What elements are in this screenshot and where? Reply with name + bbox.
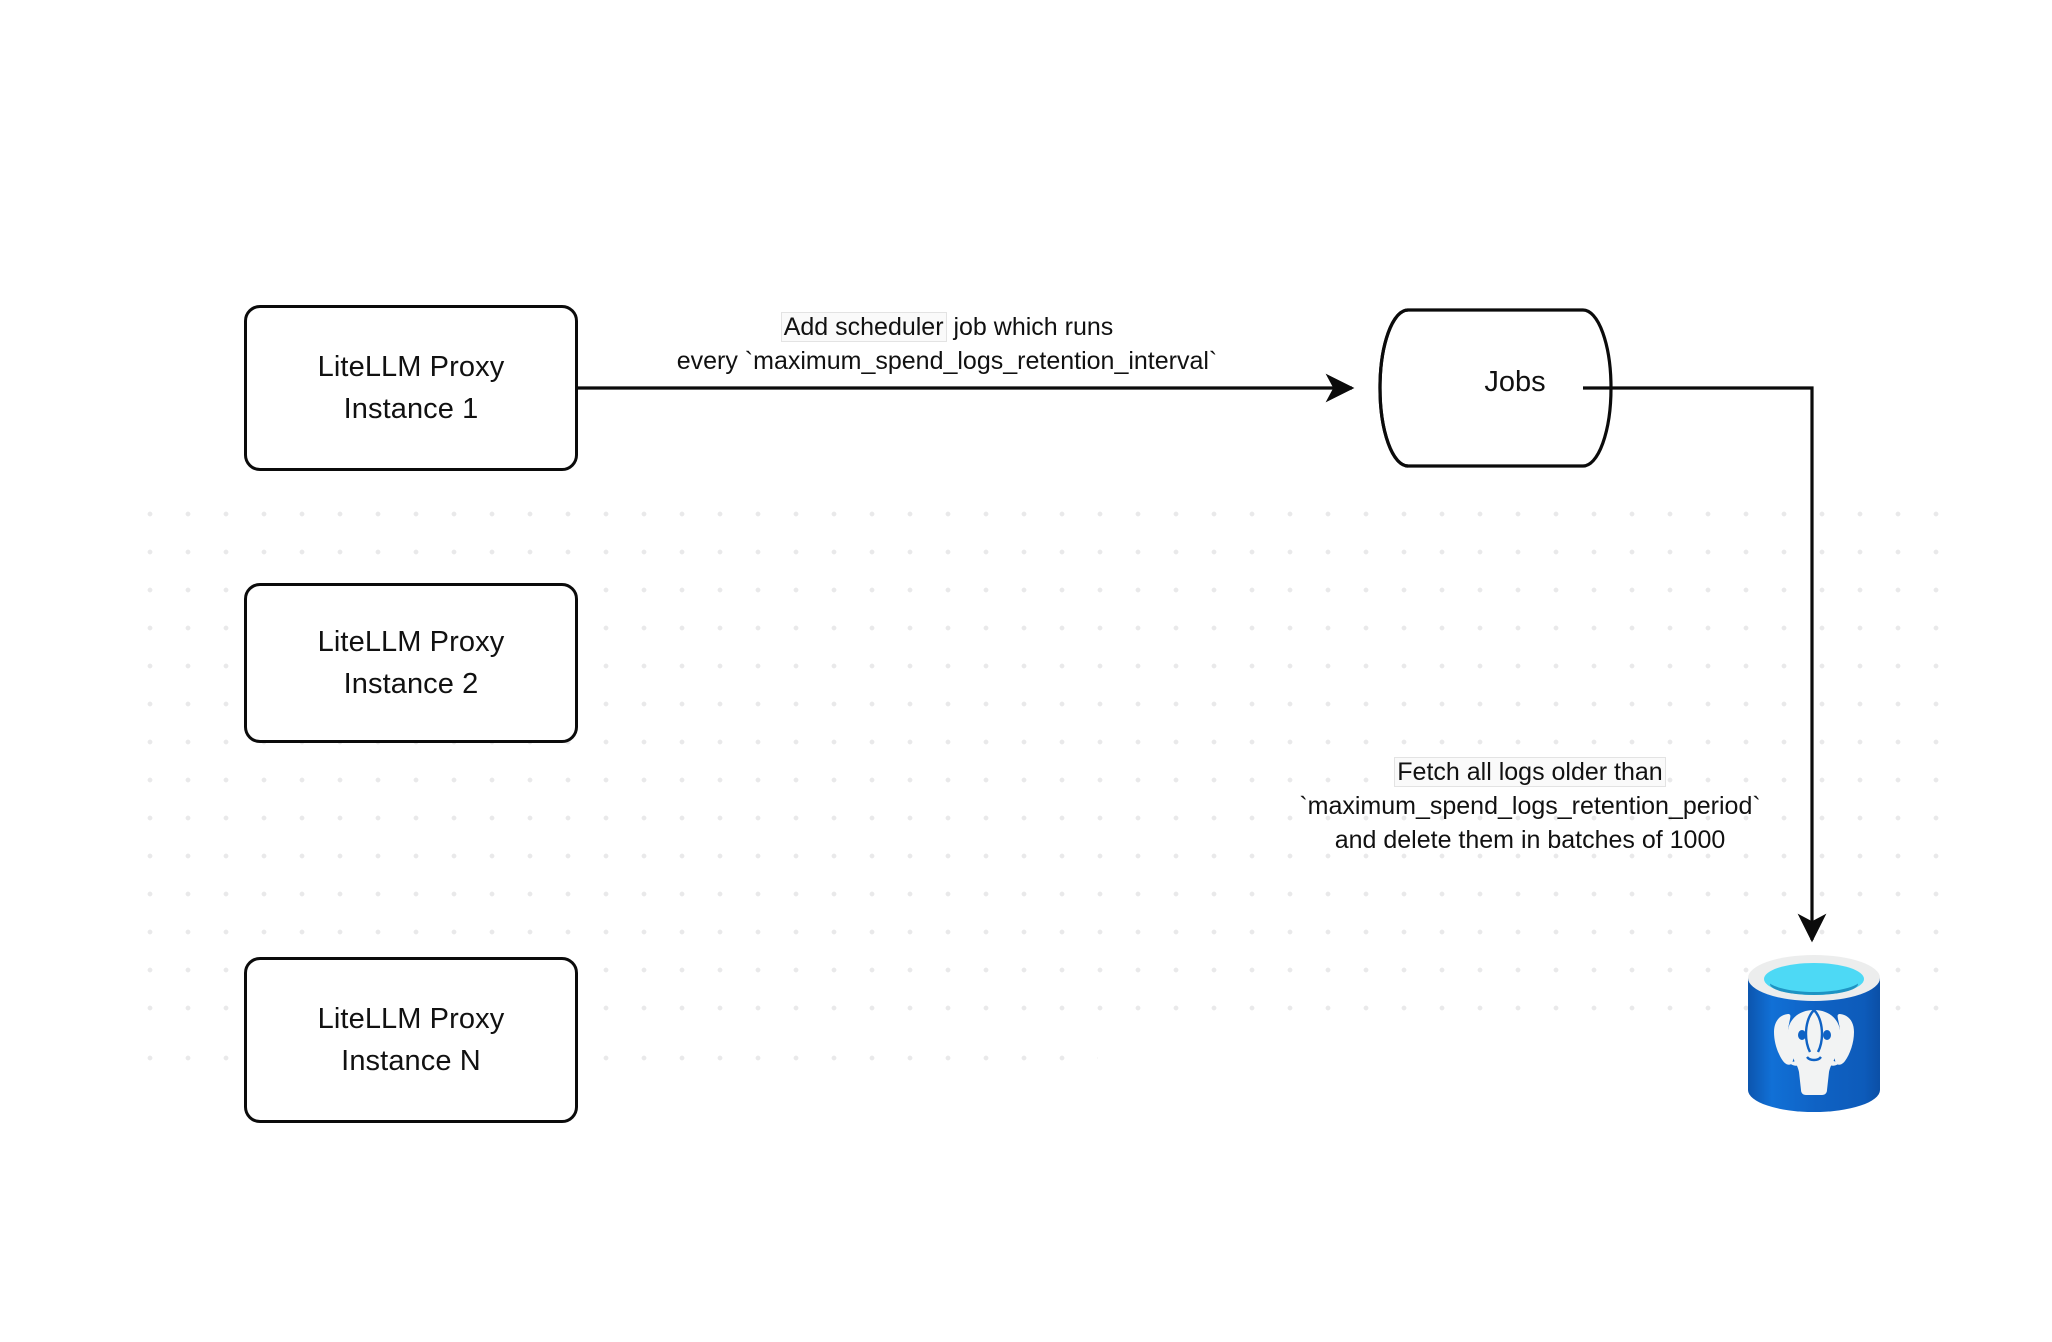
edge-label-fetch: Fetch all logs older than `maximum_spend… <box>1250 755 1810 857</box>
edge-label-scheduler-highlight: Add scheduler <box>780 312 947 342</box>
node-label-line-1: LiteLLM Proxy <box>317 626 505 658</box>
node-label-line-1: LiteLLM Proxy <box>317 351 505 383</box>
edge-label-fetch-line-2: `maximum_spend_logs_retention_period` <box>1299 792 1761 820</box>
node-litellm-proxy-instance-2[interactable]: LiteLLM Proxy Instance 2 <box>244 583 578 743</box>
edge-label-scheduler: Add scheduler job which runs every `maxi… <box>612 310 1282 378</box>
node-litellm-proxy-instance-n[interactable]: LiteLLM Proxy Instance N <box>244 957 578 1123</box>
edge-label-fetch-line-3: and delete them in batches of 1000 <box>1334 826 1726 854</box>
jobs-node-label: Jobs <box>1484 366 1546 398</box>
node-label-line-2: Instance 2 <box>343 668 479 700</box>
edge-label-scheduler-rest: job which runs <box>946 313 1114 341</box>
edge-label-fetch-line-1: Fetch all logs older than <box>1250 755 1810 789</box>
postgres-database-icon <box>1748 955 1880 1112</box>
edge-fetch-connector <box>1583 386 1827 943</box>
edge-label-fetch-highlight: Fetch all logs older than <box>1394 757 1666 787</box>
node-label-line-2: Instance N <box>341 1045 481 1077</box>
edge-label-scheduler-line-2: every `maximum_spend_logs_retention_inte… <box>676 347 1218 375</box>
postgres-elephant-eyes <box>1798 1030 1831 1040</box>
node-label-line-1: LiteLLM Proxy <box>317 1003 505 1035</box>
node-label-line-2: Instance 1 <box>343 393 479 425</box>
postgres-elephant-tusks <box>1788 1058 1841 1066</box>
postgres-elephant-contours <box>1804 1009 1824 1062</box>
node-litellm-proxy-instance-1[interactable]: LiteLLM Proxy Instance 1 <box>244 305 578 471</box>
edge-label-scheduler-line-1: Add scheduler job which runs <box>612 310 1282 344</box>
